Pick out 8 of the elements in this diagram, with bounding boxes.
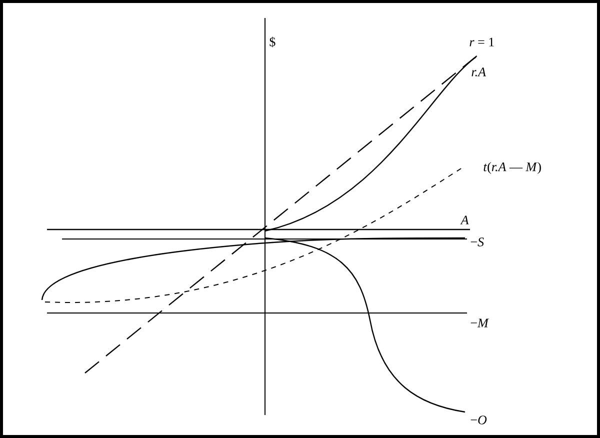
curve-label: r = 1	[470, 38, 494, 46]
curve-label: A	[460, 216, 469, 224]
curve-label: −S	[470, 238, 484, 246]
curve-label: $	[270, 36, 276, 48]
curve-label: −M	[470, 318, 489, 328]
curve-label: −O	[470, 416, 487, 424]
curve-label: t(r.A — M)	[484, 162, 541, 174]
curve-label: r.A	[472, 68, 486, 76]
